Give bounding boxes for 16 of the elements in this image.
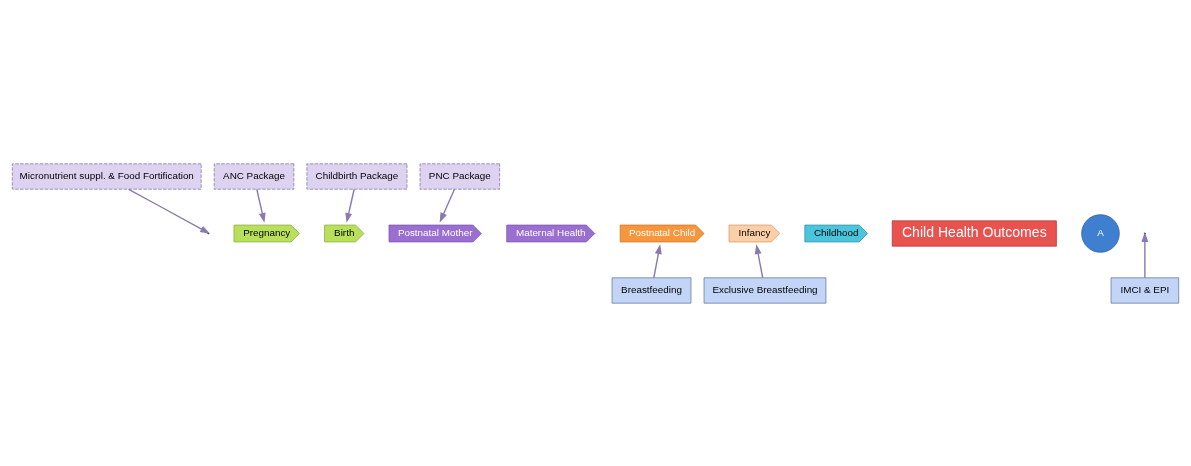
node-box: PNC Package: [419, 162, 500, 190]
arrow: [653, 243, 662, 278]
node-box: Exclusive Breastfeeding: [703, 276, 827, 304]
arrow: [128, 188, 211, 234]
node-box: Childbirth Package: [306, 162, 408, 190]
node-box: Child Health Outcomes: [891, 219, 1057, 247]
arrow: [1141, 231, 1149, 278]
node-box: IMCI & EPI: [1110, 276, 1180, 304]
arrow: [754, 243, 764, 278]
node-box: ANC Package: [213, 162, 295, 190]
arrow: [439, 188, 456, 223]
node-box: Breastfeeding: [611, 276, 692, 304]
node-circle: A: [1081, 213, 1120, 253]
arrow: [256, 188, 266, 223]
node-box: Micronutrient suppl. & Food Fortification: [11, 162, 202, 190]
arrow: [345, 188, 355, 223]
